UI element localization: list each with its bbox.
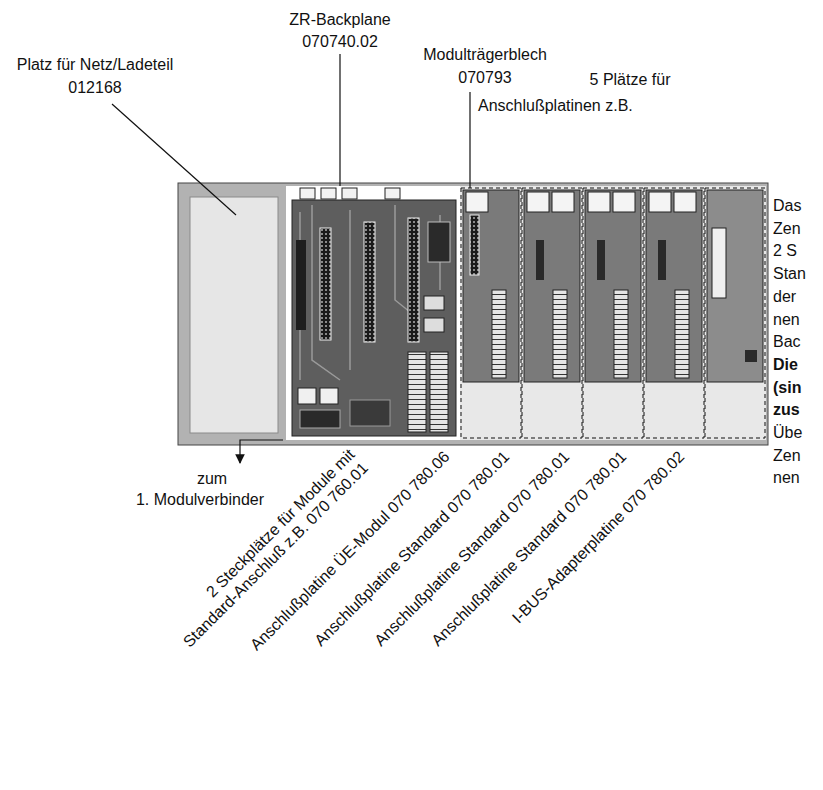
module-carrier bbox=[460, 186, 766, 440]
side-text-fragment: Stan bbox=[773, 264, 806, 283]
slot-outline bbox=[461, 188, 765, 438]
side-text-fragment: Das bbox=[773, 196, 801, 215]
side-text-fragment: Die bbox=[773, 355, 798, 374]
callout-text: Anschlußplatinen z.B. bbox=[478, 96, 633, 115]
side-text-fragment: (sin bbox=[773, 378, 801, 397]
part-name: Modulträgerblech bbox=[423, 45, 547, 64]
side-text-fragment: zus bbox=[773, 400, 800, 419]
part-name: ZR-Backplane bbox=[289, 10, 390, 29]
backplane-board bbox=[286, 186, 460, 440]
arrow-note: zum bbox=[197, 469, 227, 488]
part-name: Platz für Netz/Ladeteil bbox=[17, 55, 174, 74]
side-text-fragment: Übe bbox=[773, 423, 802, 442]
module-2 bbox=[524, 190, 580, 382]
power-supply-slot bbox=[190, 197, 278, 433]
side-text-fragment: nen bbox=[773, 310, 800, 329]
arrow-note: 1. Modulverbinder bbox=[136, 490, 264, 509]
callout-text: 5 Plätze für bbox=[590, 70, 671, 89]
side-text-fragment: 2 S bbox=[773, 241, 797, 260]
module-4 bbox=[646, 190, 702, 382]
housing bbox=[178, 183, 768, 445]
module-1 bbox=[463, 190, 519, 382]
part-number: 070740.02 bbox=[302, 32, 378, 51]
part-number: 012168 bbox=[68, 78, 121, 97]
side-text-fragment: Zen bbox=[773, 219, 801, 238]
part-number: 070793 bbox=[458, 68, 511, 87]
side-text-fragment: nen bbox=[773, 468, 800, 487]
leader-line bbox=[112, 54, 470, 463]
side-text-fragment: Zen bbox=[773, 446, 801, 465]
side-text-fragment: der bbox=[773, 287, 796, 306]
side-text-fragment: Bac bbox=[773, 332, 801, 351]
module-5 bbox=[707, 190, 763, 382]
module-3 bbox=[585, 190, 641, 382]
